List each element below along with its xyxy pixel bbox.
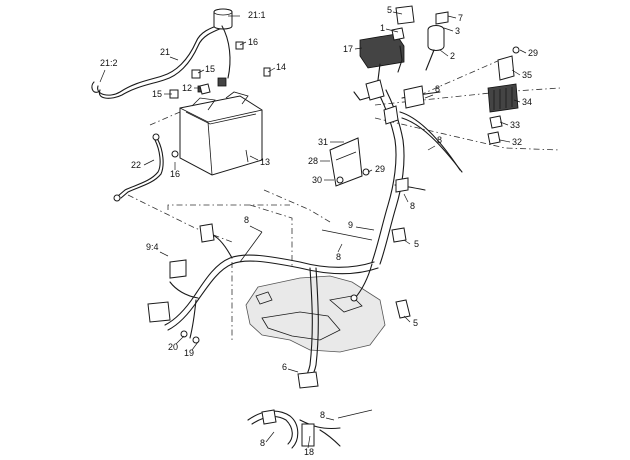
callout-leader-c1 <box>385 28 399 33</box>
callout-label-c17: 17 <box>343 44 353 54</box>
callout-leader-c5a <box>392 11 403 15</box>
callout-leader-c35 <box>511 69 521 76</box>
callout-label-c5b: 5 <box>414 239 419 249</box>
callout-leader-c3 <box>443 27 454 32</box>
main-harness <box>147 79 463 389</box>
callout-label-c21_2: 21:2 <box>100 58 118 68</box>
cable-clip-assembly <box>247 409 373 449</box>
battery <box>179 77 263 176</box>
callout-label-c8a: 8 <box>435 84 440 94</box>
callout-label-c19: 19 <box>184 348 194 358</box>
callout-leader-c8c <box>403 193 409 203</box>
callout-leader-c8a <box>424 94 434 99</box>
callout-leader-c32 <box>499 139 511 143</box>
callout-leader-c17 <box>354 47 363 50</box>
callout-label-c5a: 5 <box>387 5 392 15</box>
callout-leader-c15a <box>197 69 205 74</box>
callout-label-c16a: 16 <box>248 37 258 47</box>
ignition-module-cluster <box>359 5 449 91</box>
callout-label-c30: 30 <box>312 175 322 185</box>
ground-cable-22 <box>113 133 164 202</box>
callout-label-c29a: 29 <box>375 164 385 174</box>
callout-label-c21: 21 <box>160 47 170 57</box>
deck-panel-recess <box>261 311 341 341</box>
callout-leader-c6 <box>287 368 299 373</box>
callout-label-c1: 1 <box>380 23 385 33</box>
callout-label-c20: 20 <box>168 342 178 352</box>
callout-leader-c13 <box>249 155 259 161</box>
callout-leader-c8f <box>325 417 335 421</box>
callout-label-c9: 9 <box>348 220 353 230</box>
callout-label-c8c: 8 <box>410 201 415 211</box>
callout-label-c31: 31 <box>318 137 328 147</box>
callout-leader-c5c <box>403 315 411 323</box>
callout-label-c15a: 15 <box>205 64 215 74</box>
callout-label-c9_4: 9:4 <box>146 242 159 252</box>
callout-label-c8b: 8 <box>437 135 442 145</box>
callout-leader-c8e <box>337 243 343 253</box>
callout-leader-c22 <box>143 159 155 166</box>
callout-leader-c8b <box>427 145 436 151</box>
callout-leader-c9 <box>355 226 375 231</box>
battery-cable-21 <box>91 8 233 99</box>
callout-label-c15b: 15 <box>152 89 162 99</box>
callout-leader-c29a <box>367 169 373 173</box>
callout-leader-c21 <box>169 56 179 61</box>
callout-label-c18: 18 <box>304 447 314 457</box>
callout-label-c13: 13 <box>260 157 270 167</box>
callout-leader-c34 <box>513 99 521 103</box>
callout-label-c32: 32 <box>512 137 522 147</box>
callout-leader-c5b <box>403 239 411 245</box>
callout-leader-c14 <box>267 67 276 73</box>
callout-leader-c9_4 <box>159 251 169 257</box>
callout-label-c12: 12 <box>182 83 192 93</box>
callout-label-c33: 33 <box>510 120 520 130</box>
callout-leader-c16a <box>239 41 247 46</box>
callout-label-c2: 2 <box>450 51 455 61</box>
relay-cluster <box>487 46 520 145</box>
callout-label-c8g: 8 <box>260 438 265 448</box>
callout-label-c35: 35 <box>522 70 532 80</box>
callout-label-c8f: 8 <box>320 410 325 420</box>
callout-label-c22: 22 <box>131 160 141 170</box>
callout-label-c8e: 8 <box>336 252 341 262</box>
mount-bracket <box>329 137 370 187</box>
callout-leader-c19 <box>191 341 199 351</box>
callout-label-c5c: 5 <box>413 318 418 328</box>
callout-leader-c7 <box>447 15 457 19</box>
callout-label-c7: 7 <box>458 13 463 23</box>
battery-hardware <box>169 41 271 158</box>
switches <box>391 227 411 319</box>
callout-leader-c8g <box>265 431 275 443</box>
callout-leader-c2 <box>439 49 449 57</box>
callout-label-c34: 34 <box>522 97 532 107</box>
callout-leader-c21_2 <box>99 69 106 83</box>
callout-label-c29b: 29 <box>528 48 538 58</box>
callout-leader-c29b <box>519 49 527 54</box>
callout-leader-c20 <box>175 335 185 345</box>
callout-leader-c18 <box>307 435 311 449</box>
callout-label-c8d: 8 <box>244 215 249 225</box>
callout-label-c3: 3 <box>455 26 460 36</box>
callout-label-c21_1: 21:1 <box>248 10 266 20</box>
callout-label-c6: 6 <box>282 362 287 372</box>
callout-label-c16b: 16 <box>170 169 180 179</box>
callout-leader-c33 <box>499 121 509 126</box>
callout-leader-c8d <box>249 225 263 233</box>
callout-label-c28: 28 <box>308 156 318 166</box>
callout-label-c14: 14 <box>276 62 286 72</box>
